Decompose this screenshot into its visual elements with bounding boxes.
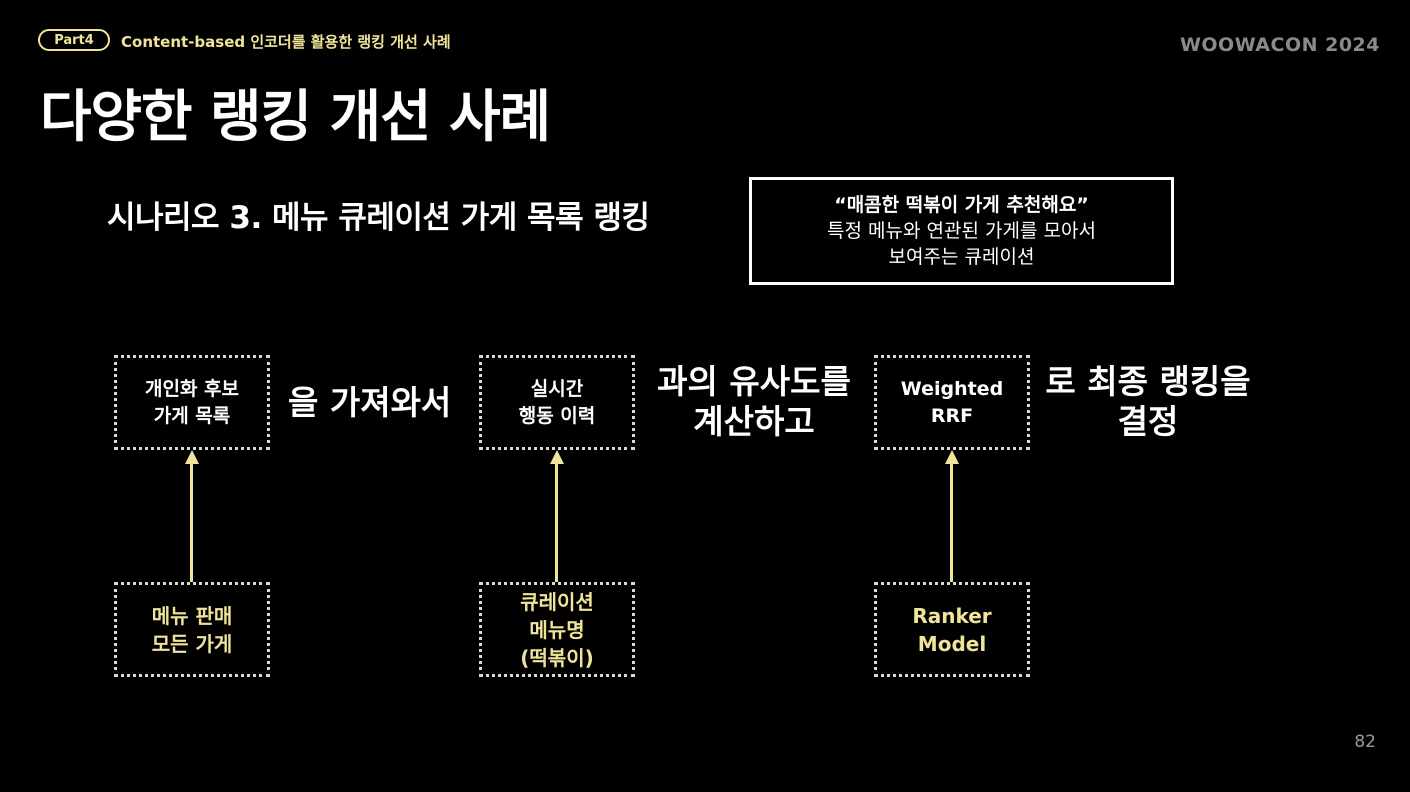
box-label: 행동 이력: [518, 404, 596, 427]
description-line: 특정 메뉴와 연관된 가게를 모아서: [827, 220, 1096, 242]
source-box-ranker-model: Ranker Model: [874, 582, 1030, 677]
arrow-line: [555, 462, 558, 582]
arrow-up-icon: [945, 450, 959, 464]
realtime-history-box: 실시간 행동 이력: [479, 355, 635, 450]
arrow-up-icon: [185, 450, 199, 464]
connector-text-1: 을 가져와서: [288, 383, 452, 422]
scenario-title: 시나리오 3. 메뉴 큐레이션 가게 목록 랭킹: [107, 200, 650, 236]
description-quote: “매콤한 떡볶이 가게 추천해요”: [834, 194, 1089, 216]
source-label: Ranker: [912, 603, 992, 628]
source-label: Model: [917, 631, 987, 656]
weighted-rrf-box: Weighted RRF: [874, 355, 1030, 450]
connector-line: 결정: [1117, 402, 1179, 441]
description-box: “매콤한 떡볶이 가게 추천해요” 특정 메뉴와 연관된 가게를 모아서 보여주…: [749, 177, 1174, 285]
box-label: 가게 목록: [153, 404, 231, 427]
arrow-up-icon: [550, 450, 564, 464]
arrow-line: [190, 462, 193, 582]
connector-line: 계산하고: [693, 402, 815, 441]
box-label: RRF: [930, 404, 974, 427]
source-label: 메뉴 판매: [151, 603, 233, 628]
source-label: 모든 가게: [151, 631, 233, 656]
candidate-stores-box: 개인화 후보 가게 목록: [114, 355, 270, 450]
connector-line: 과의 유사도를: [657, 362, 851, 401]
description-line: 보여주는 큐레이션: [888, 246, 1035, 268]
page-number: 82: [1354, 732, 1376, 752]
arrow-line: [950, 462, 953, 582]
connector-text-2: 과의 유사도를 계산하고: [650, 362, 858, 442]
connector-text-3: 로 최종 랭킹을 결정: [1040, 362, 1256, 442]
source-label: (떡볶이): [520, 645, 594, 670]
source-label: 메뉴명: [529, 617, 585, 642]
part-badge: Part4: [38, 29, 110, 51]
source-box-all-stores: 메뉴 판매 모든 가게: [114, 582, 270, 677]
breadcrumb: Content-based 인코더를 활용한 랭킹 개선 사례: [121, 33, 451, 51]
connector-line: 로 최종 랭킹을: [1045, 362, 1251, 401]
box-label: 개인화 후보: [144, 377, 239, 400]
source-label: 큐레이션: [520, 589, 594, 614]
box-label: Weighted: [900, 377, 1004, 400]
source-box-curation-menu: 큐레이션 메뉴명 (떡볶이): [479, 582, 635, 677]
page-title: 다양한 랭킹 개선 사례: [40, 85, 551, 150]
brand-logo-text: WOOWACON 2024: [1179, 34, 1380, 56]
box-label: 실시간: [530, 377, 584, 400]
